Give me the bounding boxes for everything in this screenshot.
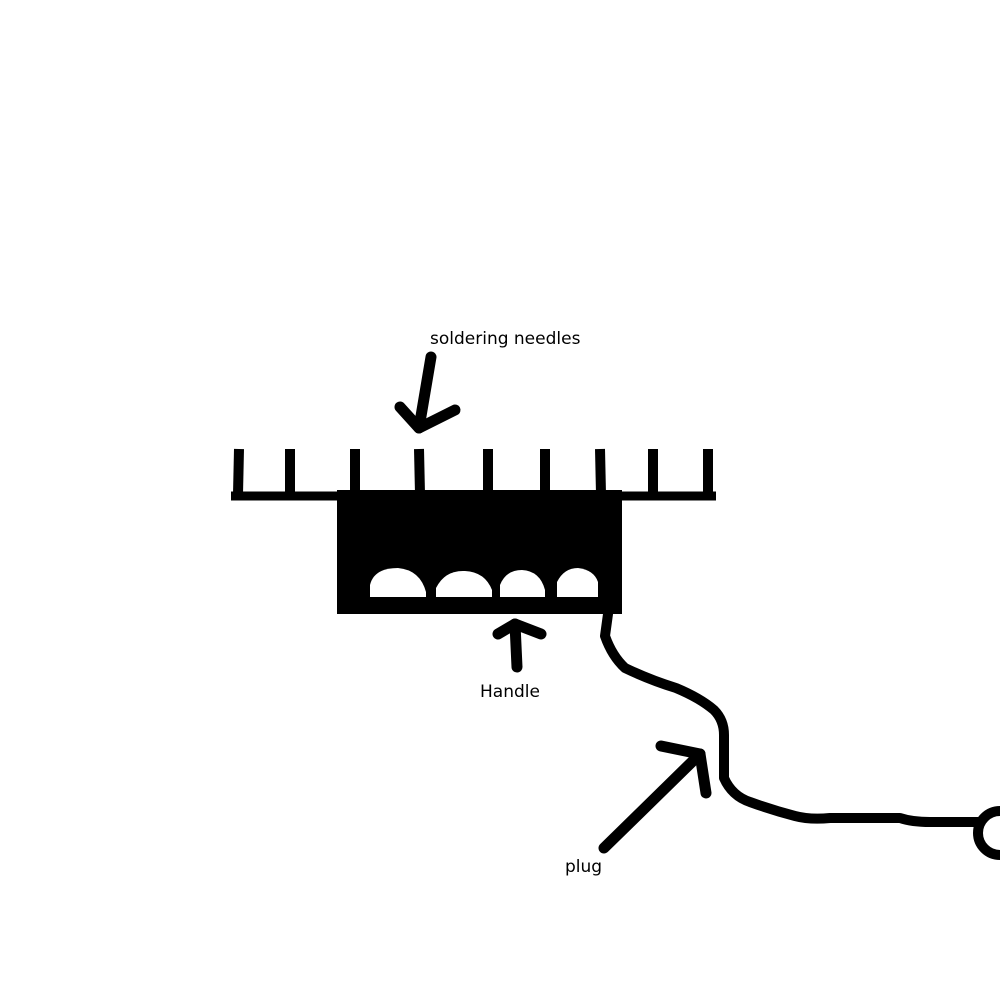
needle-group: [233, 448, 713, 495]
grip-3: [500, 570, 545, 597]
label-plug: plug: [565, 857, 603, 877]
label-soldering-needles: soldering needles: [430, 329, 581, 349]
grip-1: [370, 568, 426, 597]
grip-2: [436, 570, 492, 597]
label-handle: Handle: [480, 682, 540, 702]
power-cord: [600, 609, 983, 827]
arrow-handle: [492, 618, 547, 673]
arrow-plug: [598, 740, 712, 854]
handle-base: [337, 597, 622, 614]
plug-end: [973, 806, 1000, 860]
handle-grips: [370, 568, 598, 597]
grip-4: [557, 568, 598, 597]
needle-1: [233, 448, 244, 495]
needle-7: [595, 448, 606, 495]
arrow-needles: [394, 351, 461, 434]
needle-4: [414, 448, 425, 495]
